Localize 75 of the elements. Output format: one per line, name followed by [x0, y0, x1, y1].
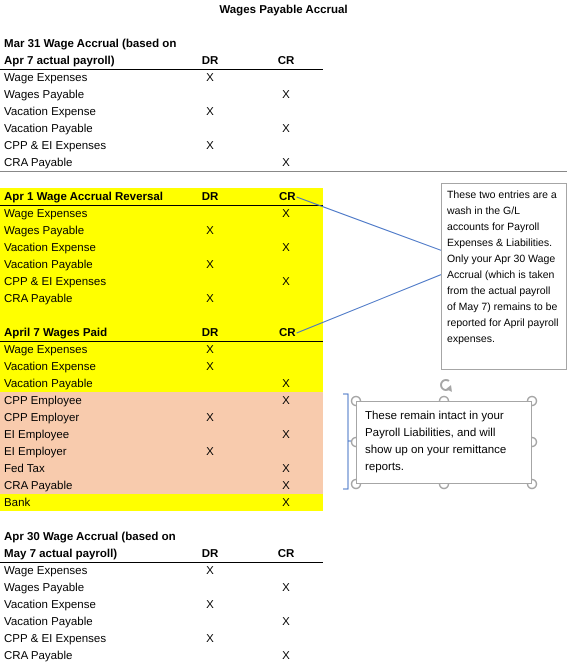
section-heading: Mar 31 Wage Accrual (based on [4, 36, 176, 52]
entry-mark: X [205, 564, 215, 578]
account-name: Vacation Payable [4, 258, 93, 272]
account-name: CPP & EI Expenses [4, 274, 106, 290]
entry-mark: X [281, 156, 291, 170]
account-name: Vacation Expense [4, 104, 96, 120]
entry-mark: X [205, 258, 215, 272]
column-header: DR [200, 190, 220, 204]
account-name: CRA Payable [4, 648, 72, 664]
entry-mark: X [281, 428, 291, 442]
entry-mark: X [281, 240, 291, 256]
entry-mark: X [281, 478, 291, 494]
entry-mark: X [205, 224, 215, 238]
account-name: EI Employee [4, 428, 70, 442]
column-header: DR [200, 546, 220, 562]
account-name: Vacation Payable [4, 614, 93, 630]
column-header: CR [276, 54, 296, 68]
section-heading: May 7 actual payroll) [4, 546, 118, 562]
account-name: Wages Payable [4, 88, 84, 102]
section-heading: Apr 30 Wage Accrual (based on [4, 530, 176, 544]
account-name: Bank [4, 496, 30, 510]
entry-mark: X [205, 342, 215, 358]
entry-mark: X [281, 394, 291, 408]
entry-mark: X [281, 206, 291, 222]
account-name: Vacation Expense [4, 360, 96, 374]
section-heading: Apr 7 actual payroll) [4, 54, 115, 68]
entry-mark: X [281, 88, 291, 102]
account-name: Wage Expenses [4, 206, 88, 222]
column-header: DR [200, 326, 220, 340]
account-name: CRA Payable [4, 478, 72, 494]
account-name: CRA Payable [4, 292, 72, 306]
column-header: CR [276, 546, 296, 562]
entry-mark: X [205, 292, 215, 306]
entry-mark: X [281, 496, 291, 510]
page-title: Wages Payable Accrual [218, 3, 349, 18]
column-header: CR [278, 324, 297, 342]
account-name: Wages Payable [4, 580, 84, 596]
account-name: Wage Expenses [4, 342, 88, 358]
entry-mark: X [205, 410, 215, 426]
entry-mark: X [281, 122, 291, 136]
entry-mark: X [281, 462, 291, 476]
entry-mark: X [205, 444, 215, 460]
column-header: DR [200, 54, 220, 68]
entry-mark: X [205, 104, 215, 120]
account-name: EI Employer [4, 444, 67, 460]
entry-mark: X [281, 376, 291, 392]
entry-mark: X [281, 580, 291, 596]
account-name: CRA Payable [4, 156, 72, 170]
account-name: Vacation Payable [4, 376, 93, 392]
account-name: Fed Tax [4, 462, 45, 476]
account-name: Vacation Expense [4, 598, 96, 612]
entry-mark: X [205, 360, 215, 374]
section-heading: Apr 1 Wage Accrual Reversal [4, 190, 163, 204]
column-header: CR [278, 188, 297, 206]
entry-mark: X [281, 614, 291, 630]
entry-mark: X [281, 648, 291, 664]
account-name: Wages Payable [4, 224, 84, 238]
account-name: Wage Expenses [4, 70, 88, 86]
note-box: These two entries are a wash in the G/L accounts for Payroll Expenses & Liabilities. Only your Apr 30 Wage Accrual (which is taken from the actual payroll of May 7) remains to be reported for April payroll expenses. [441, 183, 567, 370]
entry-mark: X [205, 138, 215, 154]
account-name: Wage Expenses [4, 564, 88, 578]
note-box: These remain intact in your Payroll Liabilities, and will show up on your remittance reports. [356, 401, 532, 484]
account-name: CPP & EI Expenses [4, 138, 106, 154]
account-name: CPP Employee [4, 394, 82, 408]
entry-mark: X [281, 274, 291, 290]
account-name: Vacation Expense [4, 240, 96, 256]
account-name: CPP Employer [4, 410, 80, 426]
account-name: Vacation Payable [4, 122, 93, 136]
entry-mark: X [205, 632, 215, 646]
leader-line [296, 274, 442, 334]
entry-mark: X [205, 598, 215, 612]
entry-mark: X [205, 70, 215, 86]
section-heading: April 7 Wages Paid [4, 326, 108, 340]
leader-line [296, 196, 442, 251]
account-name: CPP & EI Expenses [4, 632, 106, 646]
